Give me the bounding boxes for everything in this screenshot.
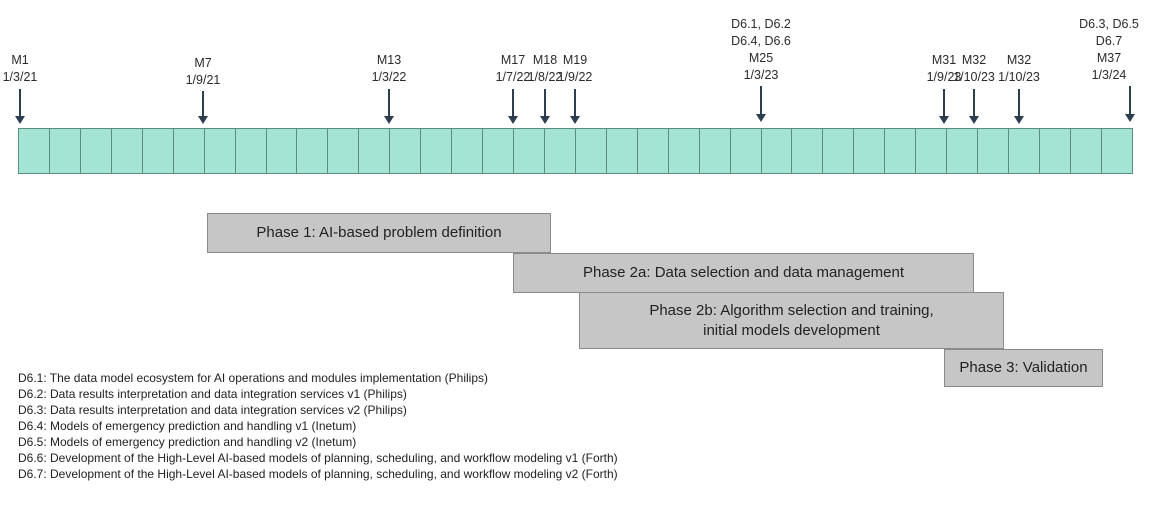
- month-cell: [760, 128, 793, 174]
- month-cell: [296, 128, 329, 174]
- month-cell: [884, 128, 917, 174]
- phase-2b-bar: Phase 2b: Algorithm selection and traini…: [579, 292, 1004, 349]
- month-cell: [791, 128, 824, 174]
- milestone-date: 1/9/21: [185, 73, 221, 87]
- milestone-label: M37: [1096, 51, 1122, 65]
- legend-item-d6-6: D6.6: Development of the High-Level AI-b…: [18, 451, 618, 465]
- month-cell: [729, 128, 762, 174]
- legend-item-d6-3: D6.3: Data results interpretation and da…: [18, 403, 407, 417]
- arrow-down-icon: [939, 89, 949, 124]
- month-cell: [172, 128, 205, 174]
- milestone-date: 1/10/23: [998, 70, 1040, 84]
- month-cell: [543, 128, 576, 174]
- arrow-down-icon: [570, 89, 580, 124]
- legend-item-d6-7: D6.7: Development of the High-Level AI-b…: [18, 467, 618, 481]
- deliverables-legend: D6.1: The data model ecosystem for AI op…: [18, 370, 618, 482]
- milestone-date: 1/7/22: [495, 70, 531, 84]
- month-cell: [977, 128, 1009, 174]
- milestone-label: M32: [961, 53, 987, 67]
- month-cell: [18, 128, 50, 174]
- month-cell: [853, 128, 886, 174]
- month-cell: [605, 128, 638, 174]
- legend-item-d6-1: D6.1: The data model ecosystem for AI op…: [18, 371, 489, 385]
- month-timeline-bar: [18, 128, 1133, 174]
- milestone-m37: D6.3, D6.5 D6.7 M37 1/3/24: [1064, 16, 1154, 122]
- milestone-date: 1/10/23: [953, 70, 995, 84]
- month-cell: [79, 128, 112, 174]
- month-cell: [141, 128, 174, 174]
- month-cell: [1100, 128, 1133, 174]
- month-cell: [265, 128, 298, 174]
- month-cell: [48, 128, 81, 174]
- phase-1-bar: Phase 1: AI-based problem definition: [207, 213, 551, 253]
- month-cell: [698, 128, 731, 174]
- legend-item-d6-5: D6.5: Models of emergency prediction and…: [18, 435, 357, 449]
- month-cell: [946, 128, 979, 174]
- arrow-down-icon: [969, 89, 979, 124]
- legend-item-d6-4: D6.4: Models of emergency prediction and…: [18, 419, 357, 433]
- month-cell: [667, 128, 700, 174]
- milestone-deliverables: D6.3, D6.5 D6.7: [1079, 17, 1139, 48]
- milestone-m17: M17 1/7/22: [468, 52, 558, 124]
- arrow-down-icon: [198, 91, 208, 124]
- milestone-label: M17: [500, 53, 526, 67]
- arrow-down-icon: [1014, 89, 1024, 124]
- milestone-label: M19: [562, 53, 588, 67]
- arrow-down-icon: [540, 89, 550, 124]
- milestone-m7: M7 1/9/21: [158, 55, 248, 124]
- milestone-m18: M18 1/8/22: [500, 52, 590, 124]
- arrow-down-icon: [756, 86, 766, 122]
- month-cell: [451, 128, 484, 174]
- milestone-date: 1/9/23: [926, 70, 962, 84]
- month-cell: [636, 128, 669, 174]
- milestone-m31: M31 1/9/23: [899, 52, 989, 124]
- month-cell: [389, 128, 422, 174]
- arrow-down-icon: [1125, 86, 1135, 122]
- milestone-m32-b: M32 1/10/23: [974, 52, 1064, 124]
- milestone-m1: M1 1/3/21: [0, 52, 65, 124]
- month-cell: [358, 128, 391, 174]
- arrow-down-icon: [508, 89, 518, 124]
- milestone-label: M13: [376, 53, 402, 67]
- month-cell: [574, 128, 607, 174]
- month-cell: [822, 128, 855, 174]
- milestone-label: M32: [1006, 53, 1032, 67]
- milestone-date: 1/3/22: [371, 70, 407, 84]
- month-cell: [420, 128, 453, 174]
- month-cell: [482, 128, 514, 174]
- milestone-label: M1: [11, 53, 29, 67]
- month-cell: [203, 128, 236, 174]
- milestone-label: M18: [532, 53, 558, 67]
- month-cell: [110, 128, 143, 174]
- milestone-label: M7: [194, 56, 212, 70]
- legend-item-d6-2: D6.2: Data results interpretation and da…: [18, 387, 407, 401]
- milestone-m13: M13 1/3/22: [344, 52, 434, 124]
- month-cell: [1069, 128, 1102, 174]
- month-cell: [513, 128, 545, 174]
- milestone-date: 1/9/22: [557, 70, 593, 84]
- milestone-deliverables: D6.1, D6.2 D6.4, D6.6: [731, 17, 791, 48]
- milestone-m19: M19 1/9/22: [530, 52, 620, 124]
- month-cell: [915, 128, 948, 174]
- month-cell: [234, 128, 267, 174]
- phase-3-bar: Phase 3: Validation: [944, 349, 1103, 387]
- milestone-date: 1/8/22: [527, 70, 563, 84]
- arrow-down-icon: [15, 89, 25, 124]
- arrow-down-icon: [384, 89, 394, 124]
- month-cell: [327, 128, 360, 174]
- milestone-date: 1/3/23: [743, 68, 779, 82]
- month-cell: [1038, 128, 1071, 174]
- milestone-label: M31: [931, 53, 957, 67]
- month-cell: [1008, 128, 1040, 174]
- milestone-m25: D6.1, D6.2 D6.4, D6.6 M25 1/3/23: [716, 16, 806, 122]
- milestone-date: 1/3/24: [1091, 68, 1127, 82]
- milestone-label: M25: [748, 51, 774, 65]
- milestone-date: 1/3/21: [2, 70, 38, 84]
- milestone-m32-a: M32 1/10/23: [929, 52, 1019, 124]
- phase-2a-bar: Phase 2a: Data selection and data manage…: [513, 253, 974, 293]
